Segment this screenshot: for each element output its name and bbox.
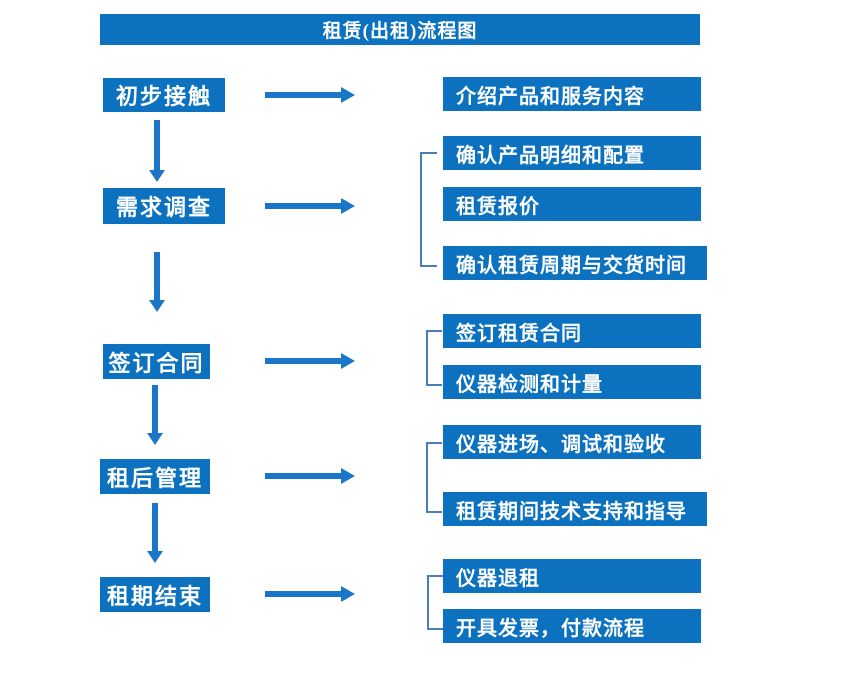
bracket-connector-demand-survey	[420, 152, 437, 267]
arrow-shaft	[265, 591, 342, 597]
arrow-down-icon-1	[149, 120, 165, 182]
step-box-post-rental-management: 租后管理	[100, 459, 210, 494]
bracket-connector-rental-end	[427, 575, 443, 630]
arrow-head	[147, 433, 163, 445]
arrow-shaft	[265, 203, 342, 209]
arrow-right-icon-1	[265, 87, 355, 103]
arrow-head	[147, 551, 163, 563]
flowchart-title-bar: 租赁(出租)流程图	[100, 14, 700, 45]
arrow-right-icon-2	[265, 198, 355, 214]
step-box-initial-contact: 初步接触	[103, 78, 225, 112]
step-box-demand-survey: 需求调查	[103, 188, 225, 224]
arrow-right-icon-5	[265, 586, 355, 602]
arrow-shaft	[265, 92, 342, 98]
arrow-shaft	[152, 503, 158, 551]
step-box-rental-end: 租期结束	[100, 577, 210, 612]
detail-box-introduce-products-services: 介绍产品和服务内容	[443, 77, 701, 111]
arrow-down-icon-4	[147, 503, 163, 563]
arrow-head	[341, 353, 355, 369]
arrow-down-icon-2	[149, 252, 165, 312]
detail-box-instrument-entry-debug-acceptance: 仪器进场、调试和验收	[443, 425, 701, 459]
arrow-head	[149, 300, 165, 312]
arrow-shaft	[154, 252, 160, 300]
arrow-shaft	[265, 358, 342, 364]
detail-box-confirm-rental-period-delivery: 确认租赁周期与交货时间	[443, 246, 707, 280]
detail-box-rental-quotation: 租赁报价	[443, 187, 701, 221]
bracket-connector-sign-contract	[426, 330, 442, 386]
arrow-head	[341, 198, 355, 214]
step-box-sign-contract: 签订合同	[103, 344, 210, 379]
arrow-head	[341, 586, 355, 602]
arrow-shaft	[152, 385, 158, 433]
detail-box-invoice-payment-process: 开具发票，付款流程	[443, 609, 701, 643]
arrow-head	[341, 87, 355, 103]
arrow-shaft	[154, 120, 160, 170]
bracket-connector-post-rental	[426, 442, 442, 513]
arrow-down-icon-3	[147, 385, 163, 445]
page-title: 租赁(出租)流程图	[322, 21, 478, 42]
arrow-head	[149, 170, 165, 182]
arrow-right-icon-4	[265, 468, 355, 484]
detail-box-instrument-testing-metering: 仪器检测和计量	[443, 365, 701, 399]
detail-box-technical-support-guidance: 租赁期间技术支持和指导	[443, 492, 707, 526]
arrow-shaft	[265, 473, 342, 479]
detail-box-confirm-product-details: 确认产品明细和配置	[443, 136, 701, 170]
detail-box-instrument-return: 仪器退租	[443, 559, 701, 593]
arrow-right-icon-3	[265, 353, 355, 369]
arrow-head	[341, 468, 355, 484]
detail-box-sign-rental-contract: 签订租赁合同	[443, 314, 701, 348]
